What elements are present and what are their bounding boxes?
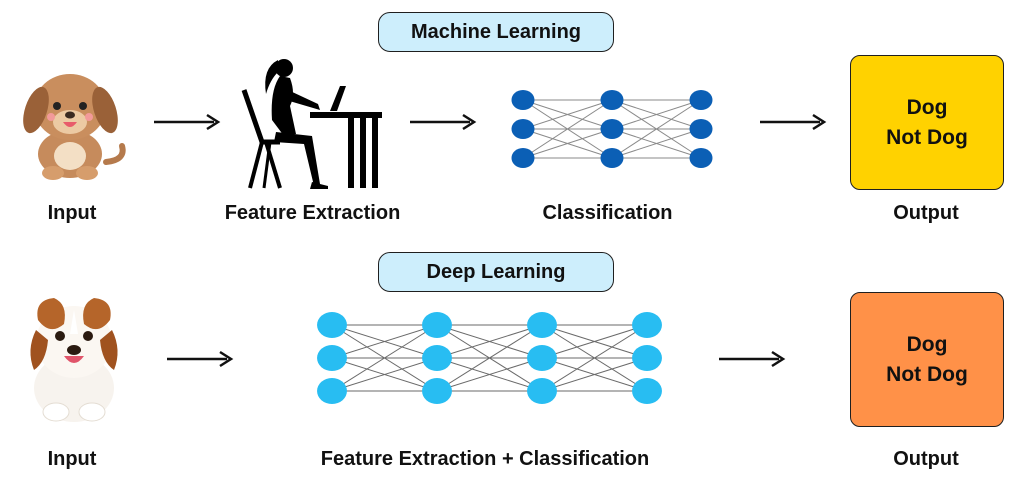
deep-learning-title: Deep Learning bbox=[378, 252, 614, 292]
machine-learning-title-text: Machine Learning bbox=[410, 20, 582, 43]
ml-output-not-dog: Not Dog bbox=[886, 125, 968, 149]
network-node bbox=[422, 378, 452, 404]
network-node bbox=[317, 345, 347, 371]
network-connection bbox=[522, 99, 613, 130]
network-connection bbox=[331, 357, 438, 392]
network-node bbox=[632, 378, 662, 404]
woman-at-laptop-silhouette-icon bbox=[241, 59, 382, 189]
arrow-right-icon bbox=[719, 350, 786, 368]
realistic-puppy-icon bbox=[30, 298, 118, 422]
ml-feature-extraction-label: Feature Extraction bbox=[224, 202, 401, 224]
network-connection bbox=[541, 357, 648, 392]
cartoon-puppy-icon bbox=[23, 74, 126, 180]
network-node bbox=[632, 345, 662, 371]
network-connection bbox=[541, 324, 648, 359]
arrow-right-icon bbox=[154, 113, 221, 131]
neural-network-icon bbox=[511, 90, 713, 168]
ml-classification-label: Classification bbox=[542, 202, 673, 224]
network-connection bbox=[436, 324, 543, 359]
network-connection bbox=[522, 99, 613, 159]
network-connection bbox=[611, 99, 702, 130]
ml-output-box: Dog Not Dog bbox=[850, 55, 1004, 190]
dl-output-not-dog: Not Dog bbox=[886, 362, 968, 386]
network-connection bbox=[611, 99, 702, 159]
dl-output-label: Output bbox=[893, 448, 959, 470]
ml-output-label: Output bbox=[893, 202, 959, 224]
network-node bbox=[511, 90, 535, 110]
network-node bbox=[511, 148, 535, 168]
network-node bbox=[689, 90, 713, 110]
neural-network-icon bbox=[317, 312, 662, 404]
network-connection bbox=[331, 324, 438, 392]
network-connection bbox=[522, 128, 613, 159]
machine-learning-title: Machine Learning bbox=[378, 12, 614, 52]
dl-combined-label: Feature Extraction + Classification bbox=[320, 448, 650, 470]
arrow-right-icon bbox=[760, 113, 827, 131]
network-connection bbox=[436, 357, 543, 392]
network-connection bbox=[541, 324, 648, 392]
network-connection bbox=[331, 324, 438, 359]
network-node bbox=[422, 312, 452, 338]
network-node bbox=[689, 119, 713, 139]
network-node bbox=[317, 312, 347, 338]
network-node bbox=[422, 345, 452, 371]
network-node bbox=[600, 90, 624, 110]
ml-output-dog: Dog bbox=[906, 95, 948, 119]
network-node bbox=[527, 312, 557, 338]
dl-output-dog: Dog bbox=[906, 332, 948, 356]
ml-input-label: Input bbox=[47, 202, 97, 224]
deep-learning-title-text: Deep Learning bbox=[426, 260, 566, 283]
arrow-right-icon bbox=[167, 350, 234, 368]
arrow-right-icon bbox=[410, 113, 477, 131]
network-node bbox=[632, 312, 662, 338]
network-node bbox=[511, 119, 535, 139]
network-node bbox=[527, 345, 557, 371]
network-node bbox=[600, 148, 624, 168]
network-node bbox=[689, 148, 713, 168]
network-node bbox=[527, 378, 557, 404]
network-connection bbox=[611, 128, 702, 159]
network-connection bbox=[436, 324, 543, 392]
dl-input-label: Input bbox=[47, 448, 97, 470]
dl-output-box: Dog Not Dog bbox=[850, 292, 1004, 427]
network-node bbox=[600, 119, 624, 139]
network-node bbox=[317, 378, 347, 404]
